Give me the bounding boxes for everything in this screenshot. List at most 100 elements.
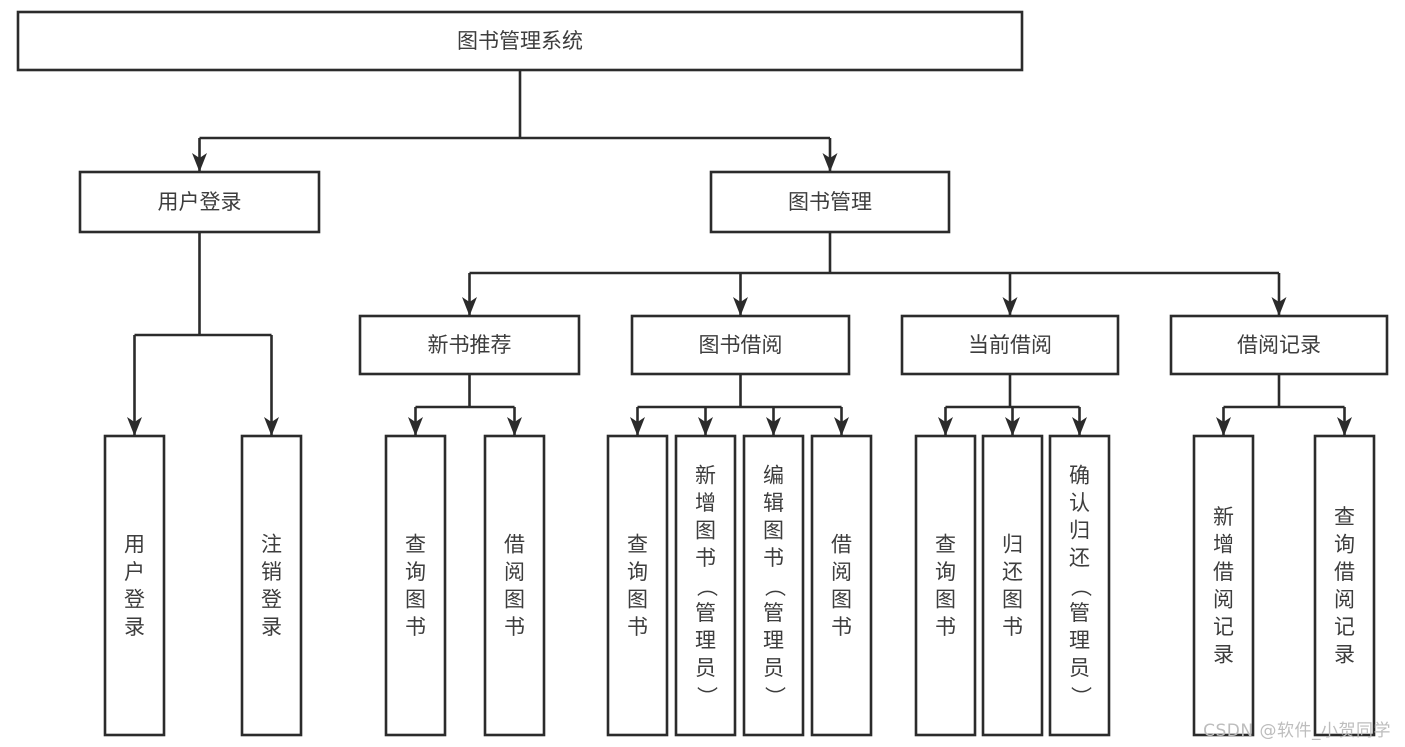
node-leaf-add-book-box[interactable] bbox=[674, 434, 737, 737]
node-leaf-add-book[interactable] bbox=[674, 434, 737, 737]
svg-text:新: 新 bbox=[1213, 505, 1234, 529]
svg-text:确: 确 bbox=[1069, 464, 1090, 488]
node-new-book-recommend[interactable] bbox=[358, 314, 581, 376]
node-leaf-borrow-book[interactable] bbox=[810, 434, 873, 737]
node-leaf-add-borrow-record-box[interactable] bbox=[1192, 434, 1255, 737]
label-layer: 图书管理系统用户登录图书管理新书推荐图书借阅当前借阅借阅记录用户登录注销登录查询… bbox=[124, 29, 1355, 707]
svg-text:管: 管 bbox=[763, 601, 784, 625]
node-leaf-add-borrow-record[interactable] bbox=[1192, 434, 1255, 737]
node-leaf-query-book-borrow-box[interactable] bbox=[606, 434, 669, 737]
csdn-watermark: CSDN @软件_小贺同学 bbox=[1203, 721, 1391, 741]
svg-text:记: 记 bbox=[1213, 615, 1234, 639]
node-book-borrow-box[interactable] bbox=[630, 314, 851, 376]
node-leaf-user-login-box[interactable] bbox=[103, 434, 166, 737]
svg-text:查: 查 bbox=[627, 532, 648, 556]
node-user-login[interactable] bbox=[78, 170, 321, 234]
svg-text:新: 新 bbox=[695, 464, 716, 488]
svg-text:阅: 阅 bbox=[831, 560, 852, 584]
svg-text:书: 书 bbox=[935, 615, 956, 639]
svg-text:询: 询 bbox=[627, 560, 648, 584]
svg-text:书: 书 bbox=[695, 546, 716, 570]
svg-text:用: 用 bbox=[124, 532, 145, 556]
node-leaf-query-book-current-box[interactable] bbox=[914, 434, 977, 737]
node-new-book-recommend-box[interactable] bbox=[358, 314, 581, 376]
svg-text:归: 归 bbox=[1002, 532, 1023, 556]
node-borrow-record-box[interactable] bbox=[1169, 314, 1389, 376]
node-leaf-logout[interactable] bbox=[240, 434, 303, 737]
svg-text:户: 户 bbox=[124, 560, 145, 584]
connector-layer bbox=[127, 70, 1352, 436]
svg-text:员: 员 bbox=[763, 656, 784, 680]
svg-text:（: （ bbox=[695, 576, 719, 597]
node-user-login-label: 用户登录 bbox=[158, 190, 242, 214]
svg-text:录: 录 bbox=[1213, 642, 1234, 666]
svg-text:图: 图 bbox=[405, 587, 426, 611]
svg-text:图: 图 bbox=[763, 519, 784, 543]
svg-text:询: 询 bbox=[405, 560, 426, 584]
svg-text:）: ） bbox=[1069, 686, 1093, 707]
node-book-borrow[interactable] bbox=[630, 314, 851, 376]
node-leaf-query-borrow-record-box[interactable] bbox=[1313, 434, 1376, 737]
node-leaf-edit-book[interactable] bbox=[742, 434, 805, 737]
node-current-borrow-label: 当前借阅 bbox=[968, 333, 1052, 357]
node-root-system-label: 图书管理系统 bbox=[457, 29, 583, 53]
svg-text:录: 录 bbox=[124, 615, 145, 639]
svg-text:借: 借 bbox=[1213, 560, 1234, 584]
svg-text:图: 图 bbox=[504, 587, 525, 611]
svg-text:还: 还 bbox=[1069, 546, 1090, 570]
node-leaf-query-book-recommend[interactable] bbox=[384, 434, 447, 737]
svg-text:阅: 阅 bbox=[1334, 587, 1355, 611]
svg-text:注: 注 bbox=[261, 532, 282, 556]
svg-text:（: （ bbox=[1069, 576, 1093, 597]
svg-text:还: 还 bbox=[1002, 560, 1023, 584]
svg-text:询: 询 bbox=[935, 560, 956, 584]
node-new-book-recommend-label: 新书推荐 bbox=[428, 333, 512, 357]
node-book-borrow-label: 图书借阅 bbox=[699, 333, 783, 357]
node-borrow-record-label: 借阅记录 bbox=[1237, 333, 1321, 357]
svg-text:录: 录 bbox=[1334, 642, 1355, 666]
node-leaf-query-borrow-record[interactable] bbox=[1313, 434, 1376, 737]
svg-text:书: 书 bbox=[831, 615, 852, 639]
node-leaf-borrow-book-box[interactable] bbox=[810, 434, 873, 737]
node-root-system-box[interactable] bbox=[16, 10, 1024, 72]
node-borrow-record[interactable] bbox=[1169, 314, 1389, 376]
node-book-management-label: 图书管理 bbox=[788, 190, 872, 214]
node-leaf-borrow-book-recommend[interactable] bbox=[483, 434, 546, 737]
svg-text:图: 图 bbox=[1002, 587, 1023, 611]
node-current-borrow[interactable] bbox=[900, 314, 1120, 376]
node-leaf-logout-box[interactable] bbox=[240, 434, 303, 737]
node-leaf-query-book-borrow[interactable] bbox=[606, 434, 669, 737]
svg-text:归: 归 bbox=[1069, 519, 1090, 543]
svg-text:查: 查 bbox=[935, 532, 956, 556]
node-leaf-confirm-return-box[interactable] bbox=[1048, 434, 1111, 737]
svg-text:记: 记 bbox=[1334, 615, 1355, 639]
svg-text:员: 员 bbox=[1069, 656, 1090, 680]
node-root-system[interactable] bbox=[16, 10, 1024, 72]
node-layer bbox=[16, 10, 1389, 737]
svg-text:录: 录 bbox=[261, 615, 282, 639]
svg-text:借: 借 bbox=[1334, 560, 1355, 584]
node-book-management[interactable] bbox=[709, 170, 951, 234]
node-leaf-query-book-current[interactable] bbox=[914, 434, 977, 737]
node-book-management-box[interactable] bbox=[709, 170, 951, 234]
node-user-login-box[interactable] bbox=[78, 170, 321, 234]
node-current-borrow-box[interactable] bbox=[900, 314, 1120, 376]
svg-text:辑: 辑 bbox=[763, 491, 784, 515]
node-leaf-query-book-recommend-box[interactable] bbox=[384, 434, 447, 737]
node-leaf-return-book-box[interactable] bbox=[981, 434, 1044, 737]
node-leaf-return-book[interactable] bbox=[981, 434, 1044, 737]
node-leaf-confirm-return[interactable] bbox=[1048, 434, 1111, 737]
svg-text:书: 书 bbox=[627, 615, 648, 639]
svg-text:员: 员 bbox=[695, 656, 716, 680]
node-leaf-user-login[interactable] bbox=[103, 434, 166, 737]
node-leaf-borrow-book-recommend-box[interactable] bbox=[483, 434, 546, 737]
svg-text:图: 图 bbox=[627, 587, 648, 611]
node-leaf-edit-book-box[interactable] bbox=[742, 434, 805, 737]
